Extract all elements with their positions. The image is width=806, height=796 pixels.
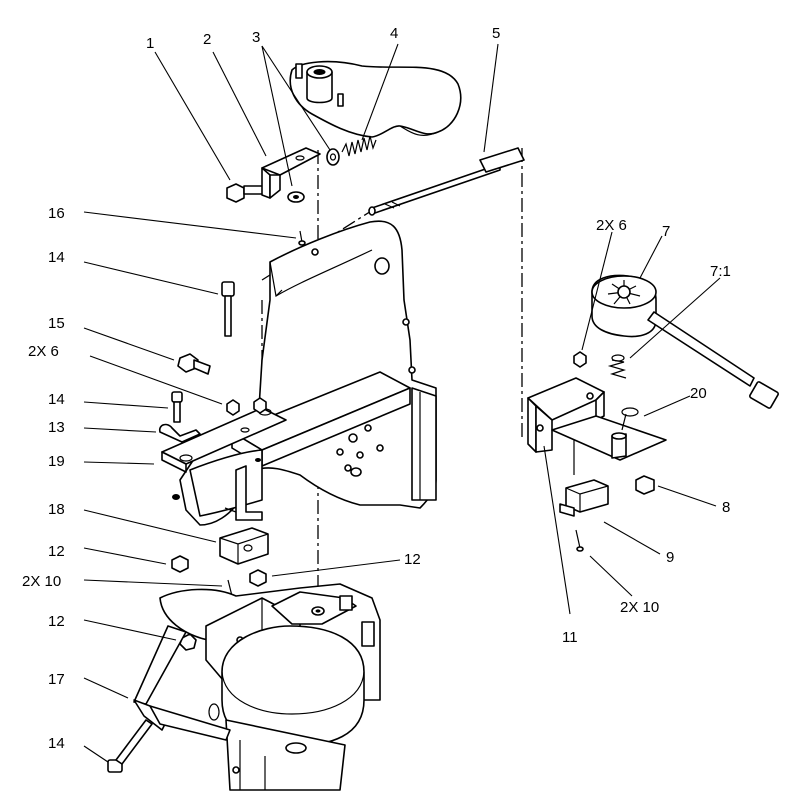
- callout-8: 8: [722, 499, 730, 516]
- callout-19: 19: [48, 453, 65, 470]
- part-1-bolt: [226, 183, 265, 203]
- callout-14-mid: 14: [48, 391, 65, 408]
- callout-5: 5: [492, 25, 500, 42]
- callout-7-1: 7:1: [710, 263, 731, 280]
- callout-1: 1: [146, 35, 154, 52]
- part-5-rod: [368, 147, 525, 216]
- part-9-switch: [559, 479, 609, 552]
- top-guard-plate: [289, 60, 462, 138]
- callout-16: 16: [48, 205, 65, 222]
- cross-channel: [189, 371, 411, 521]
- callout-11: 11: [562, 629, 578, 646]
- callout-7: 7: [662, 223, 670, 240]
- part-3-washers: [287, 148, 340, 203]
- callout-14-top: 14: [48, 249, 65, 266]
- part-13-clamp: [158, 423, 201, 443]
- callout-20: 20: [690, 385, 707, 402]
- part-18-switch: [219, 527, 269, 565]
- part-6-nuts: [226, 351, 587, 416]
- part-19-strip: [161, 407, 287, 500]
- callout-2x10-right: 2X 10: [620, 599, 659, 616]
- callout-3: 3: [252, 29, 260, 46]
- callout-12-right: 12: [404, 551, 421, 568]
- callout-14-bottom: 14: [48, 735, 65, 752]
- part-20-keyswitch: [611, 407, 639, 459]
- part-15-bolt: [177, 353, 211, 375]
- callout-13: 13: [48, 419, 65, 436]
- callout-17: 17: [48, 671, 65, 688]
- part-17-lever: [133, 625, 231, 741]
- part-7-knob: [591, 274, 779, 409]
- part-8-nut: [635, 475, 655, 495]
- part-16-screw: [298, 230, 306, 246]
- lower-motor-base: [159, 583, 381, 791]
- callout-4: 4: [390, 25, 398, 42]
- callout-18: 18: [48, 501, 65, 518]
- callout-2x10-left: 2X 10: [22, 573, 61, 590]
- callout-15: 15: [48, 315, 65, 332]
- part-14-bolts: [107, 281, 235, 773]
- part-2-bracket: [261, 147, 321, 199]
- callout-9: 9: [666, 549, 674, 566]
- callout-2x6-right: 2X 6: [596, 217, 627, 234]
- leader-lines: [83, 43, 721, 763]
- part-7-1-spring: [607, 354, 627, 379]
- part-11-bracket: [527, 377, 667, 475]
- part-12-nuts-left: [171, 555, 267, 651]
- callout-labels: 1 2 3 4 5 16 14 15 2X 6 14 13 19 18 12 2…: [22, 25, 731, 752]
- callout-2: 2: [203, 31, 211, 48]
- callout-2x6-left: 2X 6: [28, 343, 59, 360]
- part-4-spring: [341, 135, 377, 157]
- callout-12-upper: 12: [48, 543, 65, 560]
- callout-12-lower: 12: [48, 613, 65, 630]
